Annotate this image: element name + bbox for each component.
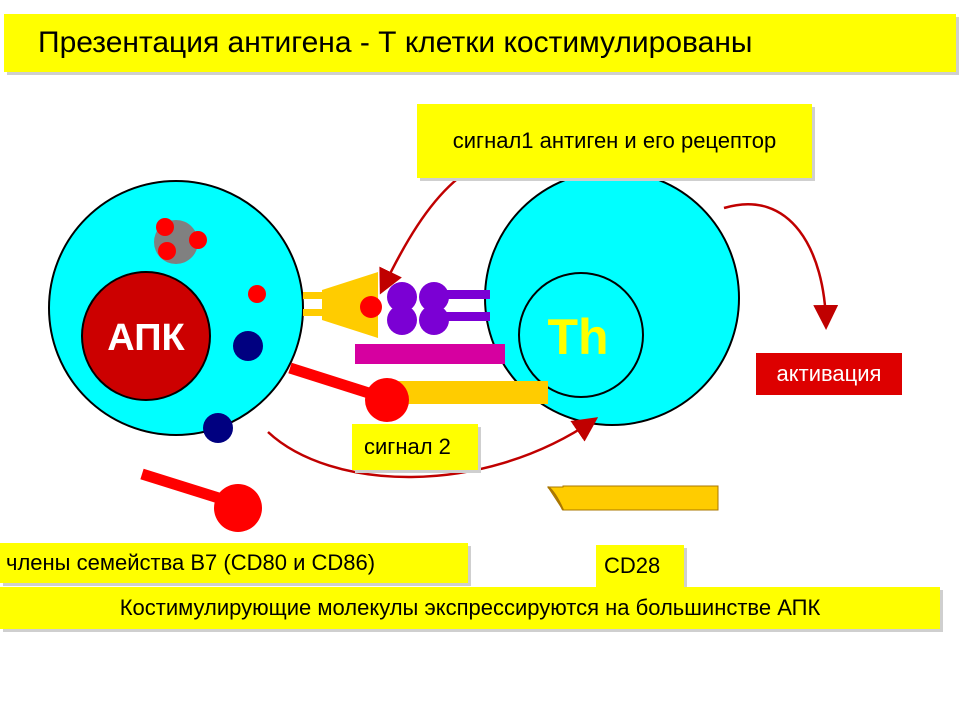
adhesion-bar — [355, 344, 505, 364]
activation-label: активация — [756, 353, 902, 395]
navy-dot — [203, 413, 233, 443]
antigen-dot — [248, 285, 266, 303]
activation-arrow — [723, 202, 839, 330]
tcr-domain — [387, 305, 417, 335]
tcr-domain — [419, 282, 449, 312]
cd28-free-curl — [547, 486, 564, 511]
cd28-bar — [398, 381, 548, 404]
antigen-dot — [158, 242, 176, 260]
mhc-stem — [303, 292, 325, 299]
signal1-label: сигнал1 антиген и его рецептор — [417, 104, 812, 178]
tcr-stem — [444, 312, 490, 321]
page-title: Презентация антигена - Т клетки костимул… — [4, 14, 956, 72]
tcr-domain — [419, 305, 449, 335]
th-nucleus — [518, 272, 644, 398]
b7-free-head — [214, 484, 262, 532]
antigen-peptide — [360, 296, 382, 318]
cd28-free — [547, 485, 719, 511]
signal2-label: сигнал 2 — [352, 424, 478, 470]
bottom-note: Костимулирующие молекулы экспрессируются… — [0, 587, 940, 629]
tcr-stem — [444, 290, 490, 299]
navy-dot — [233, 331, 263, 361]
b7-free-stalk — [140, 468, 227, 506]
mhc-molecule — [322, 272, 378, 338]
signal2-arrow — [267, 417, 599, 479]
b7-family-label: члены семейства В7 (CD80 и CD86) — [0, 543, 468, 583]
b7-stalk — [288, 362, 377, 401]
apc-nucleus — [81, 271, 211, 401]
apc-label: АПК — [107, 317, 185, 359]
b7-head — [365, 378, 409, 422]
antigen-dot — [156, 218, 174, 236]
th-label: Th — [547, 309, 608, 365]
antigen-dot — [189, 231, 207, 249]
mhc-stem — [303, 309, 325, 316]
cd28-label: CD28 — [596, 545, 684, 587]
